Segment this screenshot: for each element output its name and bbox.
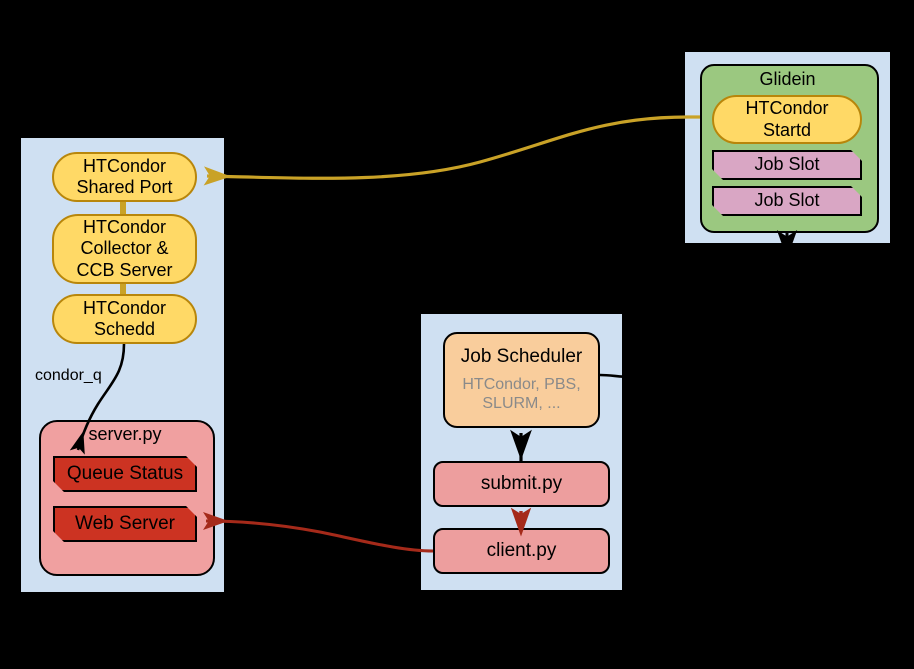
shared-port-line1: HTCondor	[82, 155, 167, 176]
connector-glidein-to-shared-port	[203, 115, 700, 186]
job-slot-2[interactable]: Job Slot	[712, 186, 862, 216]
collector-line3: CCB Server	[76, 259, 173, 280]
job-slot-2-label: Job Slot	[754, 190, 820, 211]
startd-line2: Startd	[762, 119, 812, 140]
htcondor-schedd-node[interactable]: HTCondor Schedd	[52, 294, 197, 344]
htcondor-shared-port-node[interactable]: HTCondor Shared Port	[52, 152, 197, 202]
job-scheduler-subtitle-line2: SLURM, ...	[482, 395, 561, 413]
htcondor-startd-node[interactable]: HTCondor Startd	[712, 95, 862, 144]
queue-status-box[interactable]: Queue Status	[53, 456, 197, 492]
shared-port-line2: Shared Port	[76, 177, 173, 197]
job-slot-1[interactable]: Job Slot	[712, 150, 862, 180]
startd-line1: HTCondor	[745, 98, 829, 119]
job-scheduler-box[interactable]: Job Scheduler HTCondor, PBS, SLURM, ...	[443, 332, 600, 428]
glidein-group-title: Glidein	[759, 69, 816, 89]
queue-status-label: Queue Status	[66, 462, 184, 484]
submit-py-label: submit.py	[480, 472, 563, 494]
server-py-group	[39, 420, 215, 576]
web-server-label: Web Server	[75, 512, 175, 534]
schedd-line2: Schedd	[93, 319, 156, 339]
schedd-line1: HTCondor	[82, 297, 167, 318]
job-scheduler-title: Job Scheduler	[460, 345, 583, 367]
connector-collector-schedd	[120, 280, 126, 300]
connector-shared-port-collector	[120, 198, 126, 218]
job-scheduler-subtitle-line1: HTCondor, PBS,	[462, 376, 581, 394]
server-py-title: server.py	[88, 424, 162, 444]
collector-line1: HTCondor	[82, 217, 167, 238]
htcondor-collector-ccb-node[interactable]: HTCondor Collector & CCB Server	[52, 214, 197, 284]
client-py-box[interactable]: client.py	[433, 528, 610, 574]
condor-q-label: condor_q	[35, 367, 102, 384]
job-slot-1-label: Job Slot	[754, 154, 820, 175]
submit-py-box[interactable]: submit.py	[433, 461, 610, 507]
web-server-box[interactable]: Web Server	[53, 506, 197, 542]
connector-client-py-to-web-server	[202, 511, 434, 553]
collector-line2: Collector &	[80, 238, 169, 259]
client-py-label: client.py	[486, 539, 557, 561]
